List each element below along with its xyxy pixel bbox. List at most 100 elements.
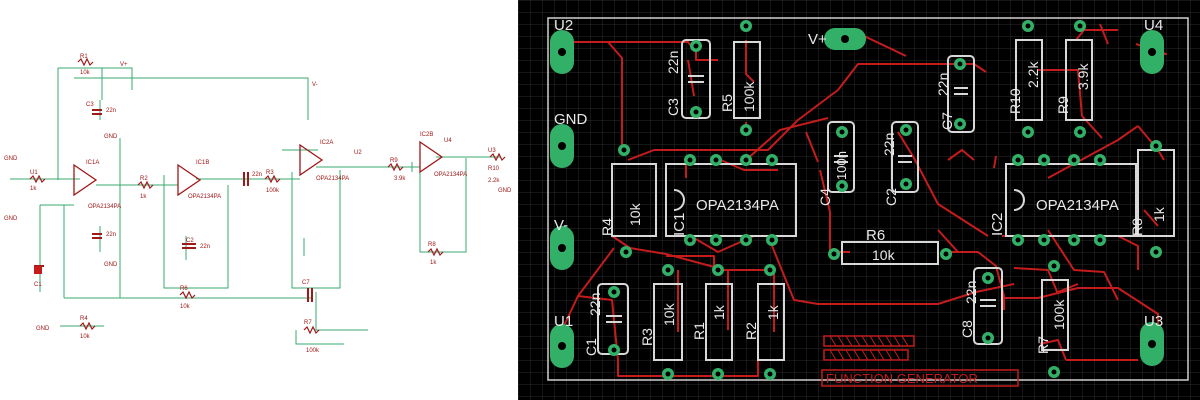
u4-label: U4 <box>1144 17 1163 34</box>
svg-text:1k: 1k <box>140 194 147 200</box>
r1-value-label: 1k <box>711 304 727 320</box>
r6-outline <box>841 241 939 265</box>
svg-text:22n: 22n <box>106 232 116 238</box>
r7-value-label: 100k <box>1051 299 1067 330</box>
svg-text:C2: C2 <box>186 238 194 244</box>
r7-ref-label: R7 <box>1035 336 1051 354</box>
ic1-part-label: OPA2134PA <box>696 197 779 214</box>
c7-ref-label: C7 <box>939 112 955 130</box>
r8-ref-label: R8 <box>1129 218 1145 236</box>
svg-text:1k: 1k <box>30 186 37 192</box>
svg-text:10k: 10k <box>180 304 191 310</box>
svg-text:R4: R4 <box>80 316 88 322</box>
svg-text:C7: C7 <box>302 280 310 286</box>
r7-outline <box>1041 279 1069 351</box>
svg-text:100k: 100k <box>306 348 320 354</box>
schematic-top-margin <box>0 0 518 30</box>
schematic-resistors <box>29 57 506 335</box>
svg-text:IC2A: IC2A <box>320 140 333 146</box>
r5-outline <box>733 41 761 119</box>
svg-text:10k: 10k <box>80 334 91 340</box>
pcb-labels: U2 GND V- U1 V+ U4 U3 OPA2134PA OPA2134P… <box>554 17 1167 356</box>
c2-value-label: 22n <box>881 133 897 156</box>
r2-outline <box>757 283 785 361</box>
svg-text:R2: R2 <box>140 176 148 182</box>
c7-outline <box>947 55 975 133</box>
svg-text:U4: U4 <box>444 138 452 144</box>
ic2-part-label: OPA2134PA <box>1036 197 1119 214</box>
pcb-title-block: FUNCTION GENERATOR <box>821 335 1019 387</box>
c7-value-label: 22n <box>935 73 951 96</box>
r9-value-label: 3.9k <box>1075 63 1091 90</box>
ic1-ref-label: IC1 <box>671 213 688 236</box>
svg-text:22n: 22n <box>106 108 116 114</box>
svg-text:OPA2134PA: OPA2134PA <box>88 204 121 210</box>
svg-text:10k: 10k <box>80 70 91 76</box>
svg-text:R7: R7 <box>304 320 312 326</box>
svg-text:GND: GND <box>4 156 18 162</box>
r3-ref-label: R3 <box>639 328 655 346</box>
svg-text:V+: V+ <box>120 62 128 68</box>
pcb-traces <box>553 23 1167 377</box>
svg-text:3.9k: 3.9k <box>394 176 406 182</box>
svg-text:IC2B: IC2B <box>420 132 433 138</box>
r8-value-label: 1k <box>1151 206 1167 222</box>
ic1-outline <box>665 163 797 237</box>
u2-label: U2 <box>554 17 573 34</box>
schematic-opamps <box>73 140 444 197</box>
svg-text:U2: U2 <box>354 150 362 156</box>
r4-outline <box>611 163 657 237</box>
c2-outline <box>891 121 919 193</box>
r2-ref-label: R2 <box>743 322 759 340</box>
svg-text:OPA2134PA: OPA2134PA <box>434 172 467 178</box>
c4-ref-label: C4 <box>817 188 833 206</box>
r9-outline <box>1065 39 1093 121</box>
svg-text:U1: U1 <box>30 170 38 176</box>
r6-ref-label: R6 <box>866 227 885 244</box>
vplus-label: V+ <box>808 31 827 48</box>
svg-text:R1: R1 <box>80 54 88 60</box>
pcb-drill-holes <box>558 23 1159 377</box>
c3-ref-label: C3 <box>665 98 681 116</box>
svg-text:100k: 100k <box>266 188 280 194</box>
r10-outline <box>1015 39 1043 121</box>
schematic-labels: IC1A IC1B IC2A IC2B OPA2134PA OPA2134PA … <box>4 54 512 354</box>
c8-ref-label: C8 <box>959 320 975 338</box>
svg-text:GND: GND <box>104 134 118 140</box>
r3-value-label: 10k <box>661 302 677 326</box>
r5-ref-label: R5 <box>719 94 735 112</box>
r1-outline <box>705 283 733 361</box>
r3-outline <box>653 283 683 361</box>
svg-text:GND: GND <box>4 216 18 222</box>
c3-value-label: 22n <box>665 51 681 74</box>
r5-value-label: 100k <box>741 81 757 112</box>
svg-text:R9: R9 <box>390 158 398 164</box>
svg-text:IC1A: IC1A <box>86 160 99 166</box>
svg-text:C3: C3 <box>86 102 94 108</box>
svg-text:C1: C1 <box>34 282 42 288</box>
schematic-bottom-margin <box>0 372 518 400</box>
svg-text:2.2k: 2.2k <box>488 178 500 184</box>
svg-text:GND: GND <box>498 188 512 194</box>
svg-text:OPA2134PA: OPA2134PA <box>188 194 221 200</box>
c1-value-label: 22n <box>587 293 603 316</box>
r10-value-label: 2.2k <box>1025 61 1041 88</box>
vminus-label: V- <box>554 217 568 234</box>
svg-text:22n: 22n <box>252 172 262 178</box>
ic2-ref-label: IC2 <box>989 213 1006 236</box>
c4-outline <box>827 121 855 193</box>
r1-ref-label: R1 <box>691 322 707 340</box>
svg-text:R3: R3 <box>266 170 274 176</box>
c4-value-label: 100n <box>834 151 849 180</box>
title-text: FUNCTION GENERATOR <box>826 371 978 386</box>
svg-text:1k: 1k <box>430 260 437 266</box>
svg-text:R10: R10 <box>488 166 500 172</box>
svg-text:V-: V- <box>312 82 318 88</box>
svg-text:R8: R8 <box>428 242 436 248</box>
r4-value-label: 10k <box>627 202 643 226</box>
svg-text:GND: GND <box>104 262 118 268</box>
u1-label: U1 <box>554 313 573 330</box>
schematic-view: IC1A IC1B IC2A IC2B OPA2134PA OPA2134PA … <box>0 30 518 372</box>
r6-value-label: 10k <box>872 247 896 263</box>
svg-text:GND: GND <box>36 326 50 332</box>
